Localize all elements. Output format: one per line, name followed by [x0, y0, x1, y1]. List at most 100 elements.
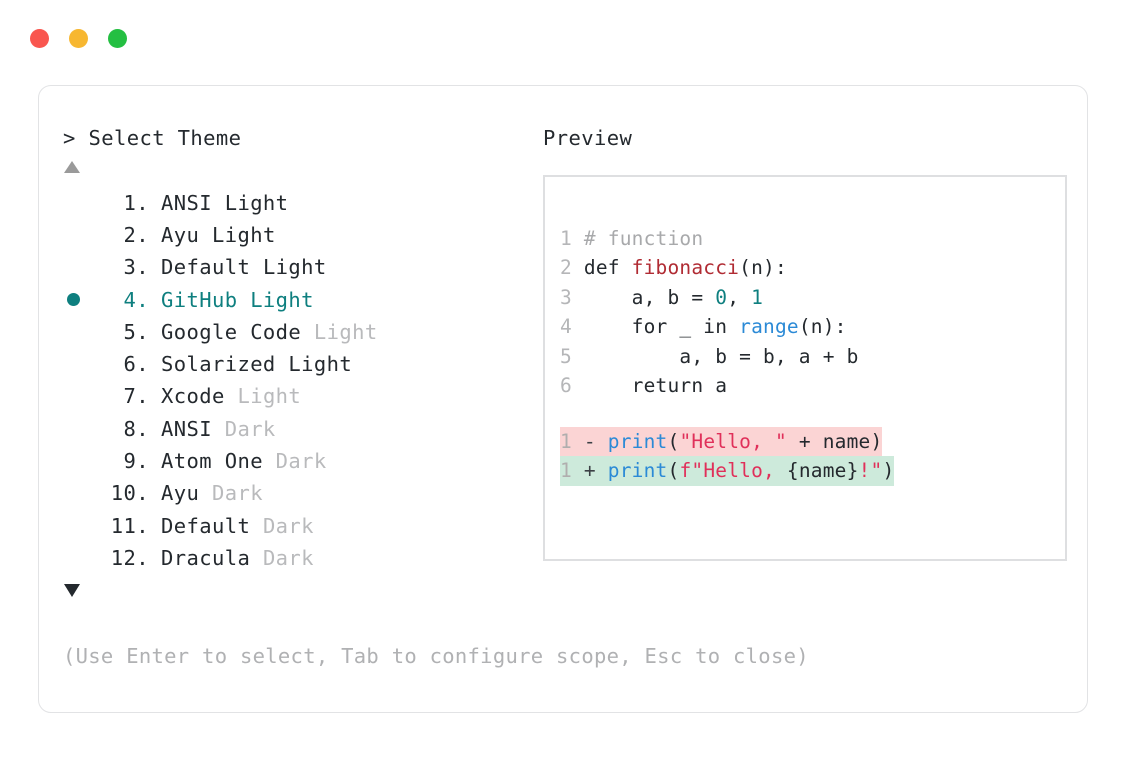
code-spacer — [560, 401, 1057, 427]
theme-item-index: 4. — [123, 287, 149, 312]
selection-bullet-cell — [63, 358, 97, 371]
theme-item-variant: Light — [250, 255, 327, 280]
code-token: print — [607, 429, 668, 453]
line-number: 1 — [560, 429, 584, 453]
theme-item-index: 6. — [123, 352, 149, 377]
triangle-down-icon[interactable] — [64, 584, 80, 598]
theme-list-item[interactable]: 1.ANSI Light — [63, 187, 533, 219]
theme-item-index: 10. — [110, 481, 149, 506]
code-token: "Hello, " — [679, 429, 787, 453]
code-line: 5 a, b = b, a + b — [560, 342, 1057, 372]
keyboard-hint: (Use Enter to select, Tab to configure s… — [63, 644, 809, 668]
code-token: (n): — [798, 315, 847, 338]
minimize-icon[interactable] — [69, 29, 88, 48]
theme-item-name: Ayu — [161, 222, 200, 247]
code-token: a, b = — [583, 285, 716, 309]
selection-bullet-cell — [63, 422, 97, 435]
code-line: 6 return a — [560, 371, 1057, 401]
code-token: def — [583, 256, 632, 279]
selection-bullet-cell — [63, 228, 97, 241]
theme-item-name: Ayu — [161, 481, 200, 506]
theme-list-item[interactable]: 7. Xcode Light — [63, 380, 533, 412]
diff-line-content: 1 + print(f"Hello, {name}!") — [560, 456, 895, 486]
theme-item-index: 1. — [123, 190, 149, 215]
theme-list-item[interactable]: 12. Dracula Dark — [63, 542, 533, 574]
code-token: {name} — [786, 459, 859, 482]
selection-bullet-cell — [63, 519, 97, 532]
code-token: , — [727, 285, 752, 309]
theme-item-index: 3. — [123, 255, 149, 280]
selection-bullet-cell — [63, 196, 97, 209]
theme-item-name: Xcode — [161, 384, 225, 409]
diff-line-del: 1 - print("Hello, " + name) — [560, 426, 1057, 456]
line-number: 6 — [560, 374, 584, 397]
diff-sign: - — [583, 429, 608, 453]
line-number: 5 — [560, 344, 584, 368]
theme-item-index: 2. — [123, 222, 149, 247]
code-line: 3 a, b = 0, 1 — [560, 283, 1057, 313]
theme-item-name: ANSI — [161, 416, 212, 441]
theme-list-item[interactable]: 6.Solarized Light — [63, 348, 533, 380]
theme-item-index: 9. — [123, 449, 149, 474]
theme-item-variant: Dark — [211, 416, 276, 441]
selection-bullet-icon — [67, 293, 80, 307]
theme-list-item[interactable]: 3. Default Light — [63, 251, 533, 283]
theme-item-variant: Dark — [250, 545, 314, 570]
selection-bullet-cell — [63, 455, 97, 468]
line-number: 1 — [560, 226, 584, 250]
theme-item-index: 8. — [123, 416, 149, 441]
triangle-up-icon[interactable] — [64, 160, 80, 173]
close-icon[interactable] — [30, 29, 49, 48]
selection-bullet-cell — [63, 487, 97, 500]
theme-item-index: 11. — [110, 513, 149, 538]
code-token: ( — [667, 429, 680, 453]
code-line: 2 def fibonacci(n): — [560, 253, 1057, 283]
code-token: a, b = b, a + b — [583, 344, 859, 368]
theme-item-name: Dracula — [161, 545, 251, 570]
theme-item-variant: Light — [224, 384, 302, 409]
window-traffic-lights — [30, 29, 127, 48]
theme-item-variant: Dark — [199, 481, 263, 506]
theme-list-item[interactable]: 10. Ayu Dark — [63, 477, 533, 509]
diff-line-add: 1 + print(f"Hello, {name}!") — [560, 456, 1057, 486]
maximize-icon[interactable] — [108, 29, 127, 48]
theme-item-variant: Light — [275, 352, 353, 377]
code-token: ) — [882, 459, 895, 482]
page-title: > Select Theme — [63, 126, 242, 150]
theme-item-name: Default — [161, 513, 251, 538]
code-token: f"Hello, — [679, 459, 787, 482]
code-token: # function — [583, 226, 704, 250]
selection-bullet-cell — [63, 293, 97, 307]
theme-item-index: 12. — [110, 545, 149, 570]
theme-item-variant: Light — [237, 287, 314, 312]
code-line: 1 # function — [560, 224, 1057, 254]
code-token: return a — [583, 374, 728, 397]
code-token: print — [607, 459, 668, 482]
code-token: fibonacci — [631, 256, 740, 279]
code-token: !" — [858, 459, 883, 482]
code-token: 0 — [715, 285, 728, 309]
theme-item-name: Atom One — [161, 449, 263, 474]
theme-list-item[interactable]: 8. ANSI Dark — [63, 413, 533, 445]
code-line: 4 for _ in range(n): — [560, 312, 1057, 342]
theme-list-item[interactable]: 11.Default Dark — [63, 509, 533, 541]
theme-list-item[interactable]: 9. Atom One Dark — [63, 445, 533, 477]
theme-item-index: 7. — [123, 384, 149, 409]
theme-list-item[interactable]: 4.GitHub Light — [63, 283, 533, 315]
diff-line-content: 1 - print("Hello, " + name) — [560, 426, 883, 456]
theme-list-item[interactable]: 2.Ayu Light — [63, 219, 533, 251]
line-number: 2 — [560, 256, 584, 279]
code-token: range — [739, 315, 799, 338]
line-number: 1 — [560, 459, 584, 482]
theme-item-index: 5. — [123, 319, 149, 344]
theme-item-name: Google Code — [161, 319, 302, 344]
theme-list-item[interactable]: 5.Google Code Light — [63, 316, 533, 348]
theme-item-variant: Light — [211, 190, 289, 215]
theme-item-name: Default — [161, 255, 251, 280]
theme-item-variant: Dark — [262, 449, 327, 474]
